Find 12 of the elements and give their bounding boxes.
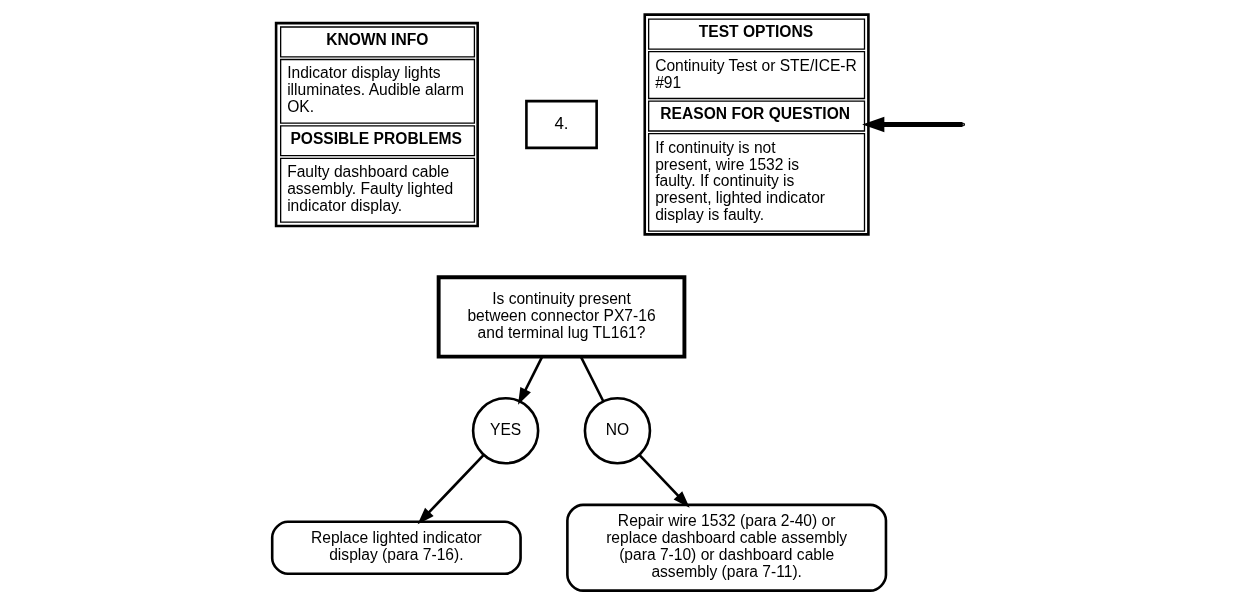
node-box: TEST OPTIONS Continuity Test or STE/ICE-R #91 REASON FOR QUESTION If continuity is not present, wire 1532 is faulty. If continuity is present, lighted indicator display is faulty. bbox=[643, 13, 870, 236]
node-circle: YES bbox=[471, 396, 540, 465]
node-box: Repair wire 1532 (para 2-40) or replace dashboard cable assembly (para 7-10) or dashboard cable assembly (para 7-11). bbox=[566, 503, 888, 592]
connector bbox=[579, 356, 605, 402]
node-box: 4. bbox=[525, 99, 598, 150]
arrow bbox=[417, 454, 485, 525]
arrow bbox=[518, 356, 544, 405]
arrow bbox=[638, 454, 690, 508]
node-box: Replace lighted indicator display (para 7-16). bbox=[270, 520, 522, 576]
arrow bbox=[862, 116, 963, 133]
node-circle: NO bbox=[583, 396, 652, 465]
node-box: Is continuity present between connector PX7-16 and terminal lug TL161? bbox=[436, 275, 687, 359]
